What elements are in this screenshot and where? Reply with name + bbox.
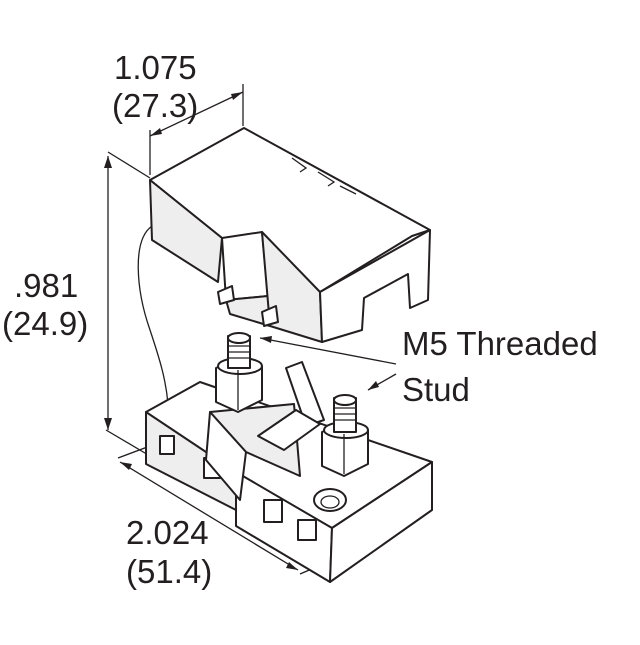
callout-line1: M5 Threaded — [402, 325, 598, 362]
right-stud — [321, 394, 369, 477]
left-stud — [215, 332, 263, 413]
length-inches-label: 2.024 — [126, 514, 209, 551]
height-dimension — [104, 151, 151, 457]
fuse-cover — [137, 127, 431, 405]
length-mm-label: (51.4) — [126, 553, 213, 590]
width-inches-label: 1.075 — [114, 49, 197, 86]
stud-callout-leaders — [259, 336, 397, 391]
width-dimension — [149, 84, 244, 175]
callout-line2: Stud — [402, 371, 470, 408]
height-mm-label: (24.9) — [2, 305, 89, 342]
height-inches-label: .981 — [14, 267, 79, 304]
width-mm-label: (27.3) — [112, 87, 199, 124]
fuse-base — [145, 361, 433, 583]
